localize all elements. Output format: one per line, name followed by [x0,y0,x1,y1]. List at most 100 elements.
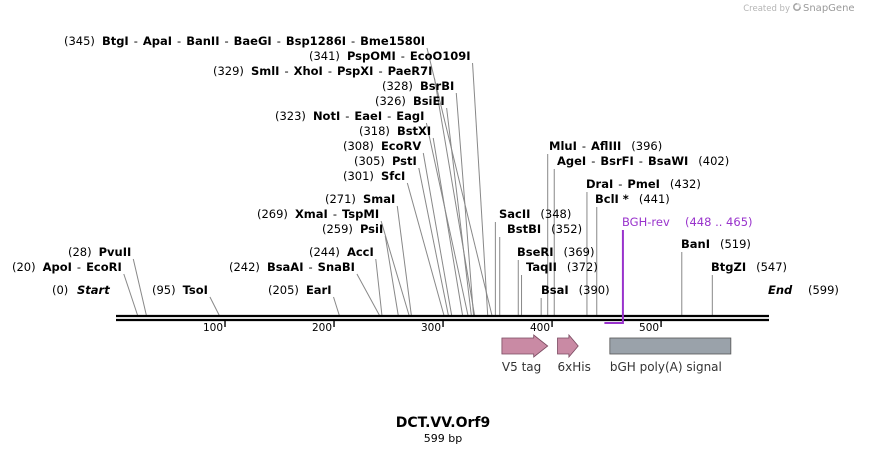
feature-label: bGH poly(A) signal [610,360,722,374]
start-position: (0) [52,283,68,297]
cut-site-323[interactable]: (323)NotI-EaeI-EagI [275,109,424,123]
enzyme-name: EcoRI [86,260,122,274]
enzyme-separator: - [309,260,313,274]
cut-site-connector [356,273,381,317]
cut-site-connector [432,137,464,317]
cut-site-341[interactable]: (341)PspOMI-EcoO109I [309,49,471,63]
enzyme-name: SnaBI [318,260,355,274]
credit-prefix: Created by [743,4,790,14]
cut-site-position: (345) [64,34,95,48]
end-label: End [768,283,793,297]
cut-site-318[interactable]: (318)BstXI [359,124,431,138]
cut-site-328[interactable]: (328) BsrBI [382,79,454,93]
enzyme-name: BaeGI [234,34,272,48]
cut-site-position: (301) [343,169,374,183]
cut-site-connector [384,235,399,317]
enzyme-name: BsrBI [420,79,454,93]
cut-site-position: (244) [309,245,340,259]
cut-site-372[interactable]: TaqII(372) [526,260,598,274]
enzyme-name: SfcI [381,169,405,183]
snapgene-logo-icon [792,2,801,12]
enzyme-separator: - [401,49,405,63]
cut-site-position: (318) [359,124,390,138]
cut-site-205[interactable]: (205)EarI [268,283,332,297]
enzyme-name: AccI [347,245,374,259]
enzyme-name: PmeI [627,177,660,191]
start-label: Start [77,283,110,297]
feature-6xhis[interactable]: 6xHis [557,333,591,374]
cut-site-441[interactable]: BclI *(441) [595,192,670,206]
cut-site-390[interactable]: BsaI(390) [541,283,610,297]
feature-bgh-poly-a-signal[interactable]: bGH poly(A) signal [609,337,732,374]
enzyme-name: Bsp1286I [286,34,346,48]
enzyme-separator: - [77,260,81,274]
enzyme-separator: - [277,34,281,48]
enzyme-separator: - [328,64,332,78]
cut-site-259[interactable]: (259)PsiI [322,222,383,236]
enzyme-separator: - [582,139,586,153]
feature-label: V5 tag [502,360,541,374]
enzyme-name: AgeI [557,154,586,168]
sequence-length: 599 bp [424,432,462,445]
cut-site-305[interactable]: (305)PstI [354,154,417,168]
cut-site-519[interactable]: BanI(519) [681,237,751,251]
enzyme-name: BstBI [507,222,541,236]
cut-site-547[interactable]: BtgZI(547) [711,260,787,274]
enzyme-name: BsaI [541,283,569,297]
cut-site-308[interactable]: (308)EcoRV [343,139,421,153]
cut-site-connector [333,296,340,317]
feature-v5-tag[interactable]: V5 tag [501,334,549,374]
cut-site-242[interactable]: (242)BsaAI-SnaBI [229,260,355,274]
cut-site-position: (328) [382,79,413,93]
cut-site-connector [123,273,139,317]
enzyme-separator: - [284,64,288,78]
cut-site-352[interactable]: BstBI(352) [507,222,582,236]
enzyme-name: Bme1580I [360,34,425,48]
enzyme-name: BsiEI [413,94,445,108]
cut-site-connector [425,122,469,317]
enzyme-name: ApoI [43,260,72,274]
enzyme-name: PspOMI [347,49,396,63]
cut-site-271[interactable]: (271)SmaI [325,192,395,206]
enzyme-separator: - [177,34,181,48]
primer-arrow [604,230,624,324]
cut-site-connector [422,152,453,317]
enzyme-separator: - [134,34,138,48]
cut-site-345[interactable]: (345)BtgI-ApaI-BanII-BaeGI-Bsp1286I-Bme1… [64,34,425,48]
cut-site-20[interactable]: (20)ApoI-EcoRI [12,260,122,274]
cut-site-301[interactable]: (301) SfcI [343,169,405,183]
ruler-tick-label: 200 [312,322,332,334]
cut-site-326[interactable]: (326)BsiEI [375,94,445,108]
enzyme-name: BsaAI [267,260,304,274]
cut-site-connector [380,220,410,317]
cut-site-269[interactable]: (269)XmaI-TspMI [257,207,379,221]
cut-site-connector [375,258,383,317]
enzyme-name: SmaI [363,192,395,206]
cut-site-348[interactable]: SacII(348) [499,207,571,221]
enzyme-name: MluI [549,139,577,153]
cut-site-position: (308) [343,139,374,153]
enzyme-separator: - [333,207,337,221]
cut-site-244[interactable]: (244) AccI [309,245,374,259]
cut-site-369[interactable]: BseRI(369) [517,245,594,259]
cut-site-95[interactable]: (95)TsoI [152,283,208,297]
enzyme-name: PvuII [99,245,132,259]
enzyme-name: BclI * [595,192,629,206]
cut-site-position: (323) [275,109,306,123]
cut-site-432[interactable]: DraI-PmeI(432) [586,177,701,191]
cut-site-396[interactable]: MluI-AflIII(396) [549,139,662,153]
cut-site-28[interactable]: (28)PvuII [68,245,131,259]
enzyme-name: ApaI [143,34,172,48]
enzyme-name: PsiI [360,222,383,236]
cut-site-position: (432) [670,177,701,191]
cut-site-position: (95) [152,283,176,297]
enzyme-name: EcoO109I [410,49,471,63]
primer-bgh-rev[interactable]: BGH-rev (448 .. 465) [604,215,753,324]
enzyme-name: EaeI [354,109,382,123]
cut-site-329[interactable]: (329)SmlI-XhoI-PspXI-PaeR7I [213,64,432,78]
cut-site-position: (305) [354,154,385,168]
credit-brand: SnapGene [803,3,855,14]
cut-site-402[interactable]: AgeI-BsrFI-BsaWI(402) [557,154,729,168]
